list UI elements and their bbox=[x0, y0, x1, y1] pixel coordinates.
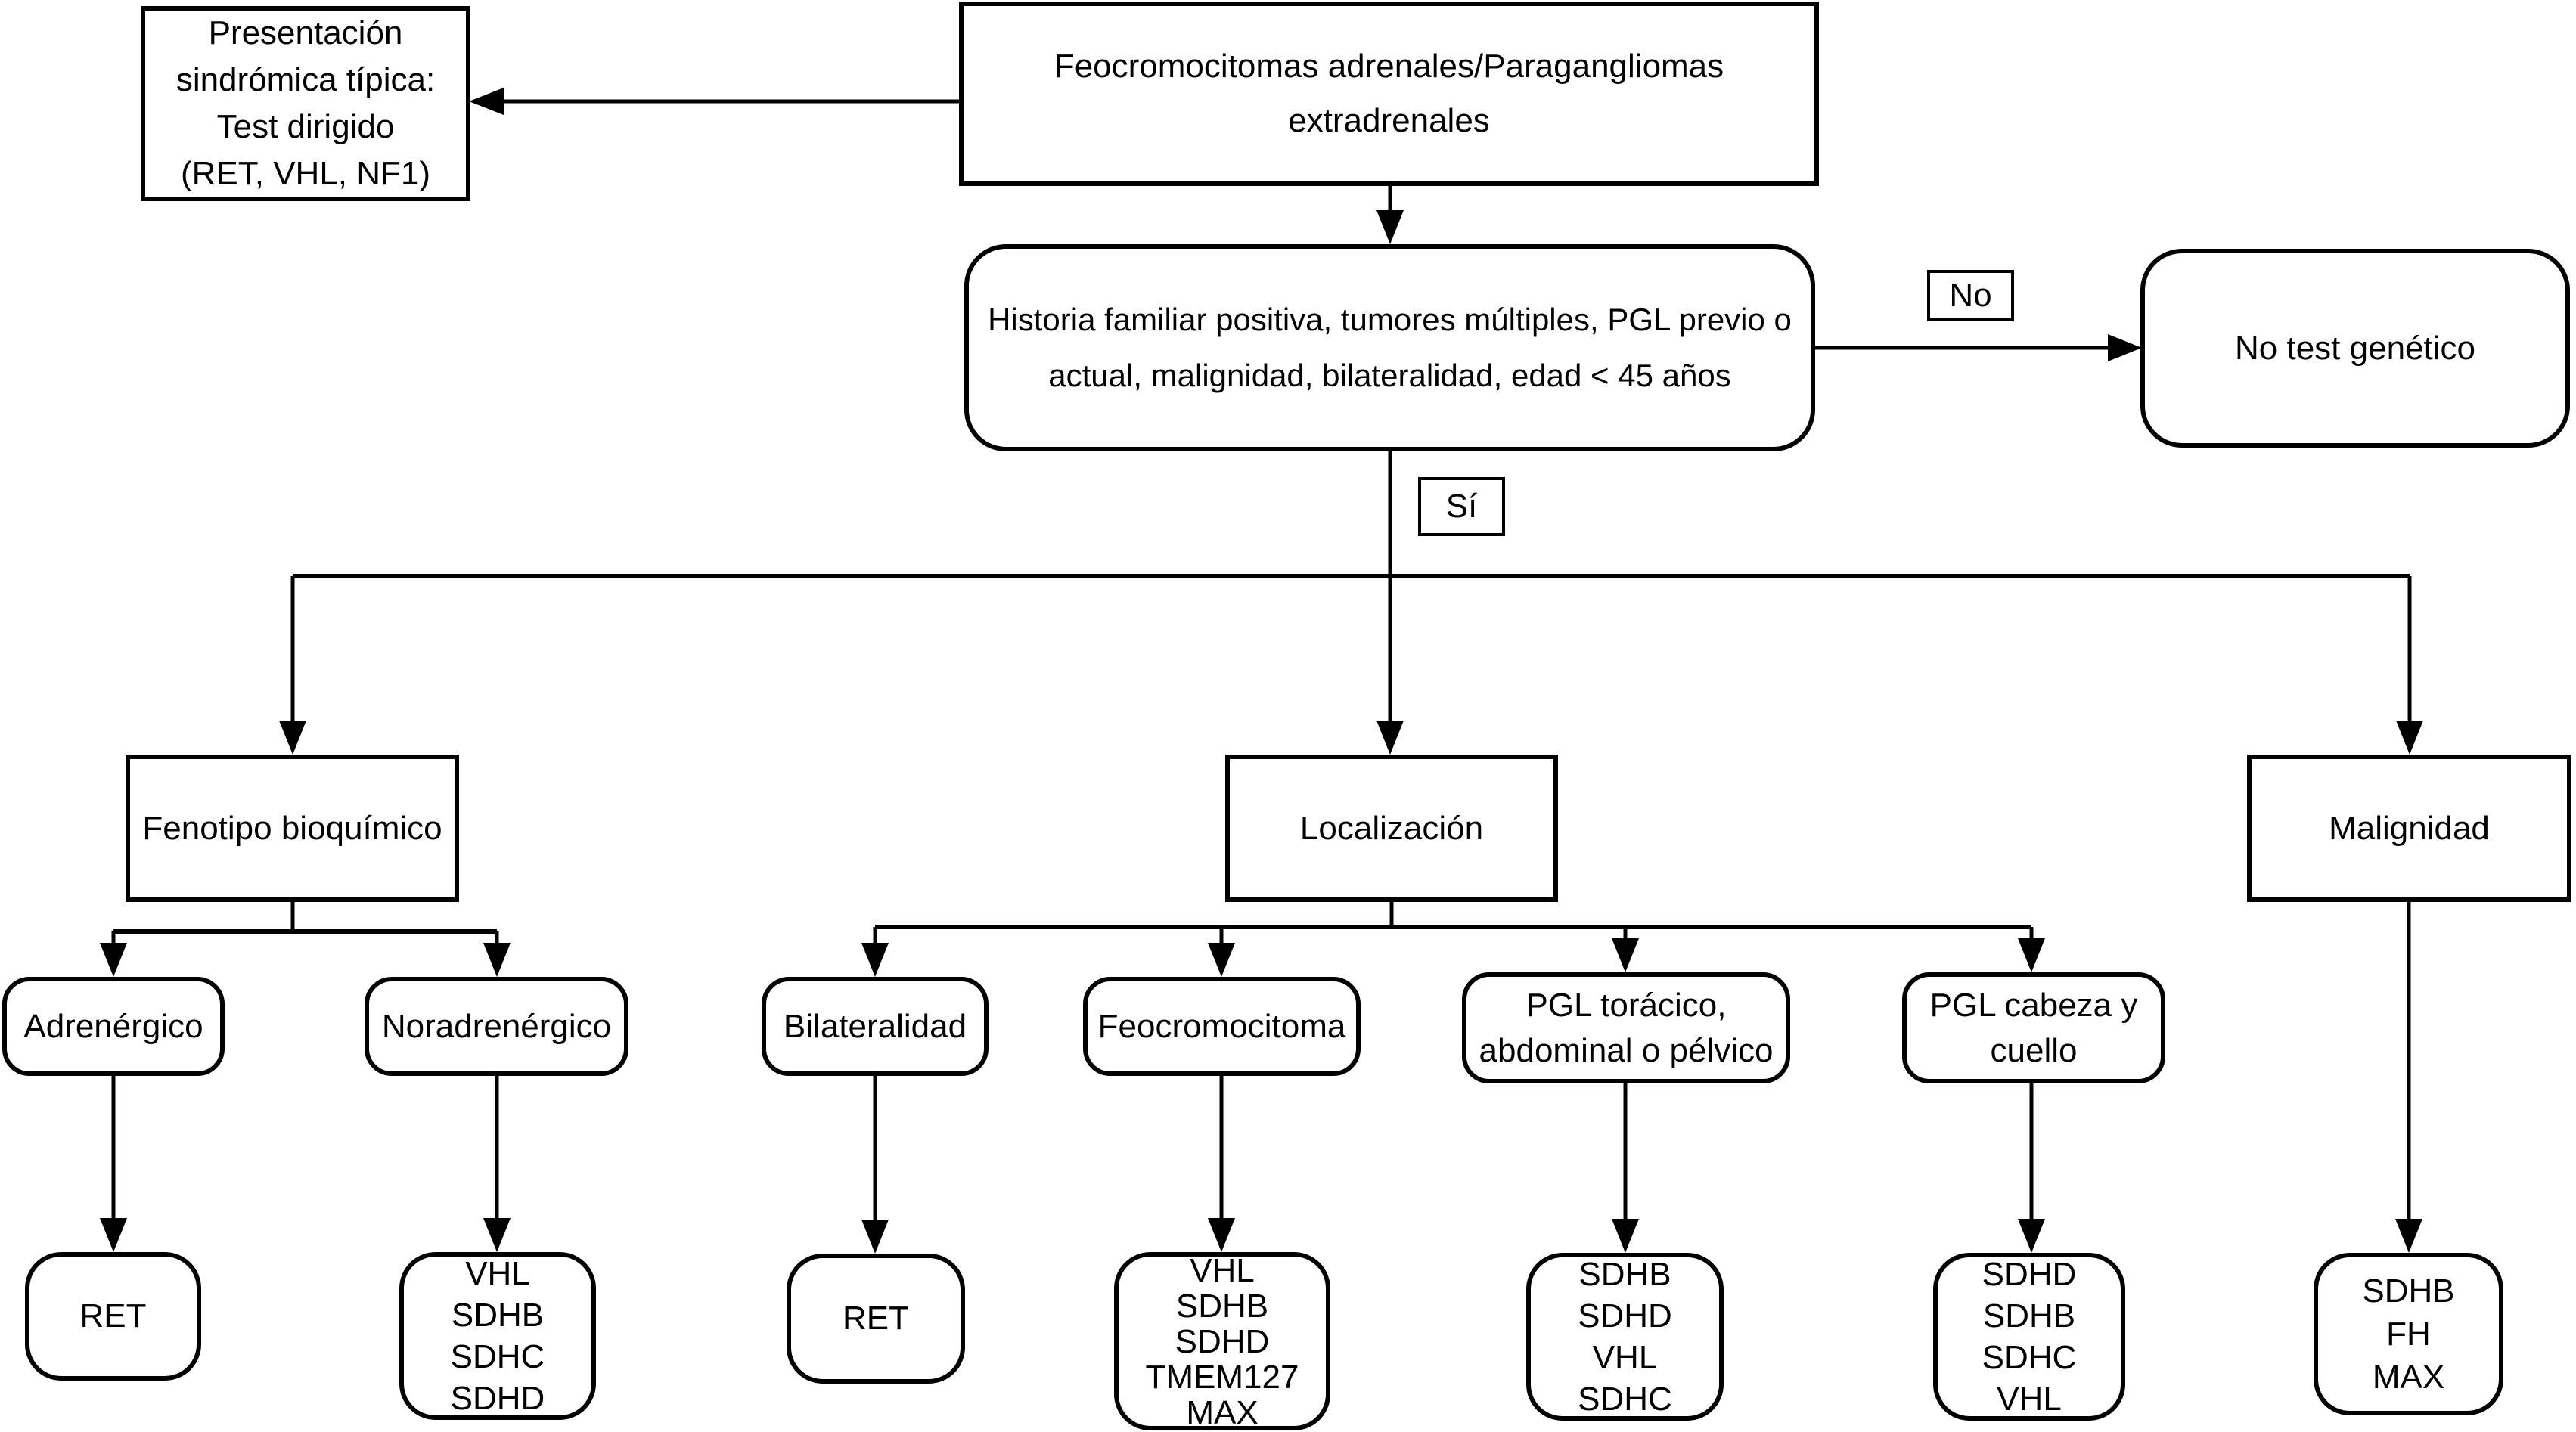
genes-noradrenergic-node: VHL SDHB SDHC SDHD bbox=[399, 1252, 596, 1420]
arrowhead-genes-pgl-toracico bbox=[1612, 1219, 1639, 1253]
arrowhead-localizacion bbox=[1376, 721, 1404, 755]
arrowhead-syndromic bbox=[469, 88, 504, 115]
genes-adrenergic-node: RET bbox=[25, 1252, 201, 1381]
no-label: No bbox=[1927, 270, 2014, 321]
family-history-criteria-node: Historia familiar positiva, tumores múlt… bbox=[964, 244, 1815, 451]
genes-bilaterality-node: RET bbox=[787, 1254, 965, 1384]
adrenergic-node: Adrenérgico bbox=[2, 977, 225, 1076]
noradrenergic-node: Noradrenérgico bbox=[365, 977, 628, 1076]
arrowhead-malignidad bbox=[2396, 721, 2423, 755]
genes-malignancy-node: SDHB FH MAX bbox=[2314, 1253, 2503, 1415]
pgl-thoracic-abdominal-pelvic-node: PGL torácico, abdominal o pélvico bbox=[1462, 972, 1790, 1083]
arrowhead-genes-noradrenergico bbox=[483, 1218, 511, 1252]
arrowhead-adrenergico bbox=[100, 943, 127, 977]
genes-pgl-thoracic-node: SDHB SDHD VHL SDHC bbox=[1526, 1253, 1724, 1421]
no-genetic-test-node: No test genético bbox=[2140, 249, 2570, 448]
arrowhead-fenotipo bbox=[279, 721, 306, 755]
arrowhead-ret-bilateralidad bbox=[861, 1220, 889, 1254]
arrowhead-genes-feocromocitoma bbox=[1208, 1218, 1235, 1252]
biochemical-phenotype-node: Fenotipo bioquímico bbox=[126, 755, 459, 902]
pheochromocytoma-node: Feocromocitoma bbox=[1083, 977, 1361, 1076]
pgl-head-neck-node: PGL cabeza y cuello bbox=[1902, 972, 2165, 1083]
arrowhead-bilateralidad bbox=[861, 943, 889, 977]
arrowhead-genes-pgl-cabeza bbox=[2018, 1219, 2045, 1253]
arrowhead-pgl-toracico bbox=[1612, 938, 1639, 972]
genes-pgl-head-neck-node: SDHD SDHB SDHC VHL bbox=[1933, 1253, 2125, 1421]
arrowhead-no-test bbox=[2108, 334, 2142, 361]
arrowhead-feocromocitoma bbox=[1208, 943, 1235, 977]
arrowhead-pgl-cabeza bbox=[2018, 938, 2045, 972]
arrowhead-noradrenergico bbox=[483, 943, 511, 977]
arrowhead-genes-malignidad bbox=[2395, 1219, 2422, 1253]
genes-pheochromocytoma-node: VHL SDHB SDHD TMEM127 MAX bbox=[1114, 1252, 1330, 1430]
root-node: Feocromocitomas adrenales/Paragangliomas… bbox=[959, 2, 1819, 186]
localization-node: Localización bbox=[1225, 755, 1558, 902]
malignancy-node: Malignidad bbox=[2247, 755, 2571, 902]
arrowhead-ret-adrenergico bbox=[100, 1218, 127, 1252]
syndromic-presentation-node: Presentación sindrómica típica: Test dir… bbox=[141, 6, 470, 201]
yes-label: Sí bbox=[1418, 477, 1505, 536]
arrowhead-criteria bbox=[1376, 210, 1404, 244]
bilaterality-node: Bilateralidad bbox=[762, 977, 989, 1076]
